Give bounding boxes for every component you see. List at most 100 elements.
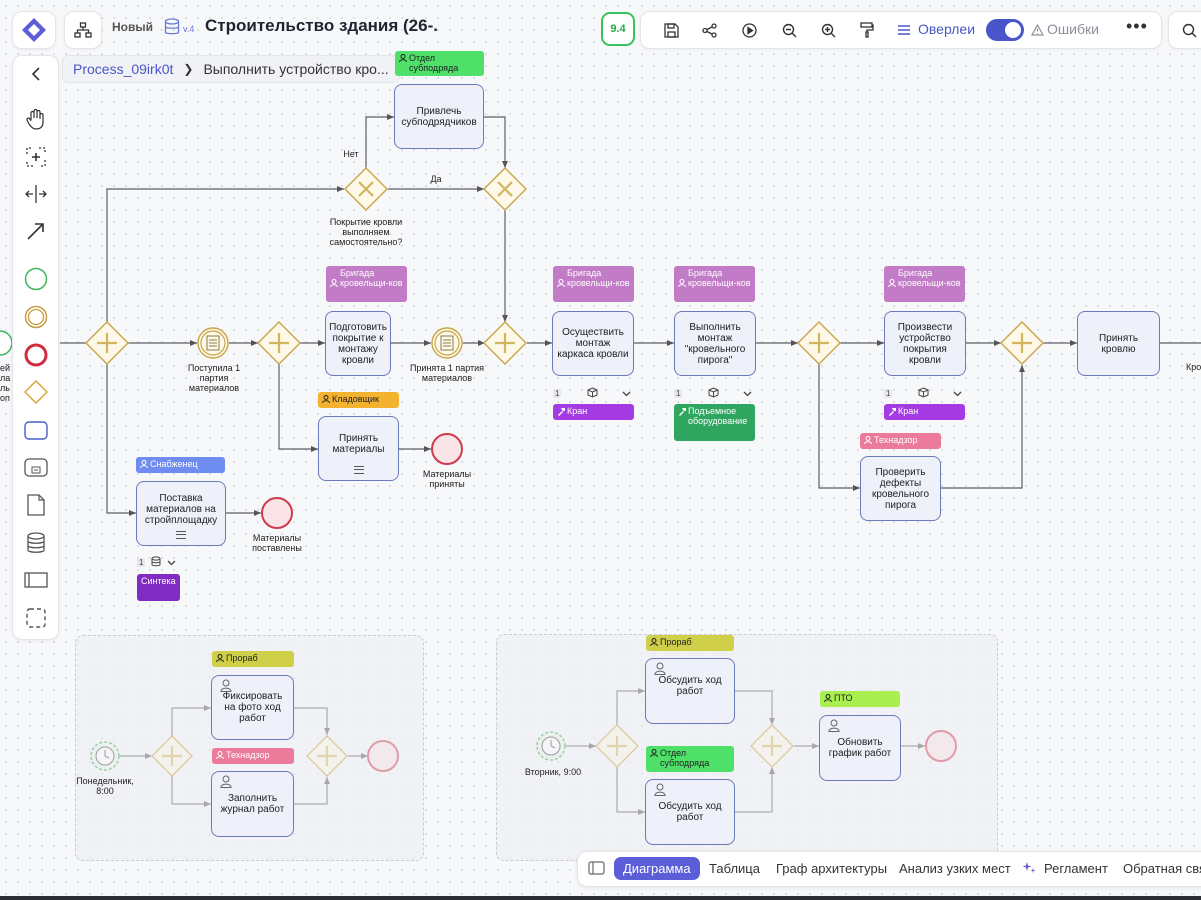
hammer-icon xyxy=(557,407,566,418)
task[interactable]: Осуществить монтаж каркаса кровли xyxy=(552,311,634,376)
resource-meta[interactable]: 1 xyxy=(884,387,962,400)
role-tag[interactable]: Кладовщик xyxy=(318,392,399,408)
parallel-gateway xyxy=(85,321,129,365)
task-label: Осуществить монтаж каркаса кровли xyxy=(557,327,629,360)
data-object-icon[interactable] xyxy=(23,492,49,518)
resource-meta[interactable]: 1 xyxy=(674,387,752,400)
role-tag[interactable]: Отдел субподряда xyxy=(395,51,484,76)
task[interactable]: Принять кровлю xyxy=(1077,311,1160,376)
parallel-gateway xyxy=(1000,321,1044,365)
role-tag[interactable]: Технадзор xyxy=(212,748,294,764)
task-label: Привлечь субподрядчиков xyxy=(401,105,477,128)
overlay-label[interactable]: Оверлеи xyxy=(918,21,976,37)
exclusive-gateway xyxy=(344,167,388,211)
group-icon[interactable] xyxy=(23,605,49,631)
task-label: Заполнить журнал работ xyxy=(220,793,285,815)
search-icon[interactable] xyxy=(1168,11,1201,49)
resource-meta[interactable]: 1 xyxy=(137,556,176,569)
sidebar-toggle-icon[interactable] xyxy=(588,861,605,880)
tab-table[interactable]: Таблица xyxy=(709,861,760,876)
intermediate-event-icon[interactable] xyxy=(23,304,49,330)
role-label: Прораб xyxy=(226,653,258,663)
overlay-toggle[interactable] xyxy=(986,19,1024,41)
task-icon[interactable] xyxy=(23,418,49,444)
role-tag[interactable]: Бригада кровельщи-ков xyxy=(553,266,634,302)
end-event xyxy=(431,433,463,465)
resource-tag[interactable]: Кран xyxy=(553,404,634,420)
connect-tool-icon[interactable] xyxy=(23,218,49,244)
role-tag[interactable]: Прораб xyxy=(646,635,734,651)
space-tool-icon[interactable] xyxy=(23,181,49,207)
breadcrumb-process[interactable]: Process_09irk0t xyxy=(73,61,174,77)
pool-icon[interactable] xyxy=(23,567,49,593)
collapse-icon[interactable] xyxy=(23,61,49,87)
user-task[interactable]: Фиксировать на фото ход работ xyxy=(211,675,294,740)
tab-feedback[interactable]: Обратная связ xyxy=(1123,861,1201,876)
parallel-gateway xyxy=(797,321,841,365)
start-event-icon[interactable] xyxy=(23,266,49,292)
flow xyxy=(278,364,318,452)
flow xyxy=(484,116,508,168)
quality-score[interactable]: 9.4 xyxy=(601,12,635,46)
user-icon xyxy=(650,749,658,759)
save-icon[interactable] xyxy=(661,20,681,40)
zoom-out-icon[interactable] xyxy=(779,20,799,40)
view-tabs: Диаграмма Таблица Граф архитектуры Анали… xyxy=(577,851,1201,887)
resource-label: Кран xyxy=(567,406,588,416)
data-store-icon[interactable] xyxy=(23,530,49,556)
user-icon xyxy=(678,279,686,289)
play-icon[interactable] xyxy=(739,20,759,40)
more-icon[interactable]: ••• xyxy=(1126,16,1148,36)
share-icon[interactable] xyxy=(699,20,719,40)
tab-bottlenecks[interactable]: Анализ узких мест xyxy=(899,861,1011,876)
resource-meta[interactable]: 1 xyxy=(553,387,631,400)
tab-architecture[interactable]: Граф архитектуры xyxy=(776,861,888,876)
lasso-tool-icon[interactable] xyxy=(23,144,49,170)
role-tag[interactable]: Отдел субподряда xyxy=(646,746,734,772)
role-tag[interactable]: Прораб xyxy=(212,651,294,667)
task-label: Выполнить монтаж "кровельного пирога" xyxy=(684,321,746,366)
hand-tool-icon[interactable] xyxy=(23,106,49,132)
task[interactable]: Проверить дефекты кровельного пирога xyxy=(860,456,941,521)
task-label: Принять кровлю xyxy=(1098,332,1139,355)
role-tag[interactable]: Снабженец xyxy=(136,457,225,473)
resource-tag[interactable]: Кран xyxy=(884,404,965,420)
role-tag[interactable]: ПТО xyxy=(820,691,900,707)
task[interactable]: Принять материалы xyxy=(318,416,399,481)
cube-icon xyxy=(587,387,598,400)
role-tag[interactable]: Бригада кровельщи-ков xyxy=(326,266,407,302)
task[interactable]: Произвести устройство покрытия кровли xyxy=(884,311,966,376)
resource-tag[interactable]: Подъемное оборудование xyxy=(674,404,755,441)
app-logo[interactable] xyxy=(12,11,56,49)
task[interactable]: Привлечь субподрядчиков xyxy=(394,84,484,149)
errors-label[interactable]: Ошибки xyxy=(1047,21,1099,37)
task[interactable]: Поставка материалов на стройплощадку xyxy=(136,481,226,546)
resource-tag[interactable]: Синтека xyxy=(137,574,180,601)
cut-label: ей ла ль оп xyxy=(0,363,11,403)
role-tag[interactable]: Технадзор xyxy=(860,433,941,449)
tab-diagram[interactable]: Диаграмма xyxy=(614,857,700,880)
event-subprocess[interactable] xyxy=(496,634,998,861)
user-task[interactable]: Обсудить ход работ xyxy=(645,779,735,845)
user-task[interactable]: Обновить график работ xyxy=(819,715,901,781)
database-icon xyxy=(164,18,180,41)
task[interactable]: Выполнить монтаж "кровельного пирога" xyxy=(674,311,756,376)
zoom-in-icon[interactable] xyxy=(818,20,838,40)
user-task[interactable]: Заполнить журнал работ xyxy=(211,771,294,837)
tool-palette xyxy=(12,55,59,640)
event-label: Принята 1 партия материалов xyxy=(409,363,485,383)
tab-regulation[interactable]: Регламент xyxy=(1044,861,1108,876)
subprocess-icon[interactable] xyxy=(23,455,49,481)
user-task[interactable]: Обсудить ход работ xyxy=(645,658,735,724)
window-bottom-edge xyxy=(0,896,1201,900)
task[interactable]: Подготовить покрытие к монтажу кровли xyxy=(325,311,391,376)
role-tag[interactable]: Бригада кровельщи-ков xyxy=(674,266,755,302)
overlay-icon[interactable] xyxy=(896,20,912,40)
role-tag[interactable]: Бригада кровельщи-ков xyxy=(884,266,965,302)
format-paint-icon[interactable] xyxy=(857,20,877,40)
end-event-icon[interactable] xyxy=(23,342,49,368)
warning-icon xyxy=(1030,20,1044,40)
gateway-icon[interactable] xyxy=(23,379,49,405)
flow-label: Да xyxy=(430,174,442,184)
structure-icon[interactable] xyxy=(64,11,102,49)
